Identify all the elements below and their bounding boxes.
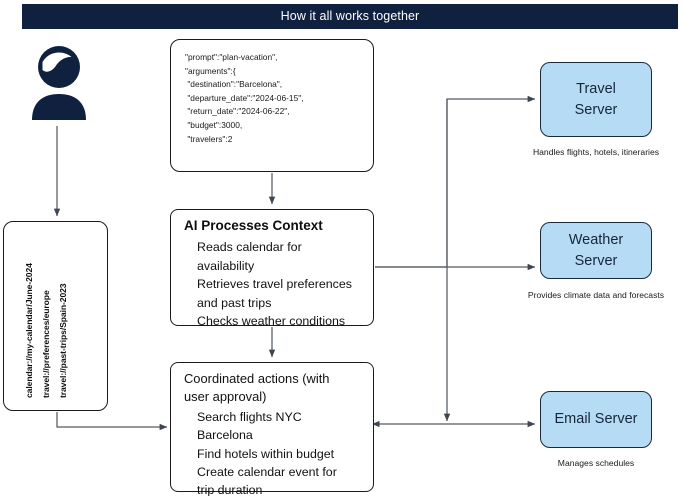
travel-server-label: Travel Server xyxy=(574,80,618,118)
resource-label-past-trips: travel://past-trips/Spain-2023 xyxy=(58,283,68,399)
wire-resources-to-actions xyxy=(56,412,168,431)
diagram-title-bar: How it all works together xyxy=(22,4,678,29)
weather-server-label: Weather Server xyxy=(568,231,624,269)
actions-box-steps: Search flights NYC Barcelona Find hotels… xyxy=(197,410,337,496)
wire-ai-to-travel xyxy=(375,95,536,268)
coordinated-actions-box: Coordinated actions (with user approval)… xyxy=(170,362,374,496)
resource-label-preferences: travel://preferences/europe xyxy=(41,290,51,398)
weather-server-caption: Provides climate data and forecasts xyxy=(527,290,665,300)
prompt-json-box: "prompt":"plan-vacation", "arguments":{ … xyxy=(170,39,374,172)
ai-box-heading: AI Processes Context xyxy=(184,218,323,233)
weather-server-node: Weather Server xyxy=(540,222,652,279)
email-server-caption: Manages schedules xyxy=(557,458,635,468)
travel-server-node: Travel Server xyxy=(540,62,652,137)
ai-processes-context-box: AI Processes Context Reads calendar for … xyxy=(170,209,374,328)
page-title: How it all works together xyxy=(280,9,420,24)
user-avatar xyxy=(24,42,94,120)
email-server-node: Email Server xyxy=(540,391,652,448)
actions-box-heading: Coordinated actions (with user approval) xyxy=(184,371,330,404)
resource-label-calendar: calendar://my-calendar/June-2024 xyxy=(24,263,34,398)
user-avatar-icon xyxy=(32,46,86,120)
email-server-label: Email Server xyxy=(554,411,638,427)
context-resources-labels: calendar://my-calendar/June-2024 travel:… xyxy=(4,222,109,412)
travel-server-caption: Handles flights, hotels, itineraries xyxy=(532,147,660,157)
prompt-json-text: "prompt":"plan-vacation", "arguments":{ … xyxy=(185,52,304,144)
ai-box-steps: Reads calendar for availability Retrieve… xyxy=(197,240,352,329)
context-resources-box: calendar://my-calendar/June-2024 travel:… xyxy=(3,221,108,411)
